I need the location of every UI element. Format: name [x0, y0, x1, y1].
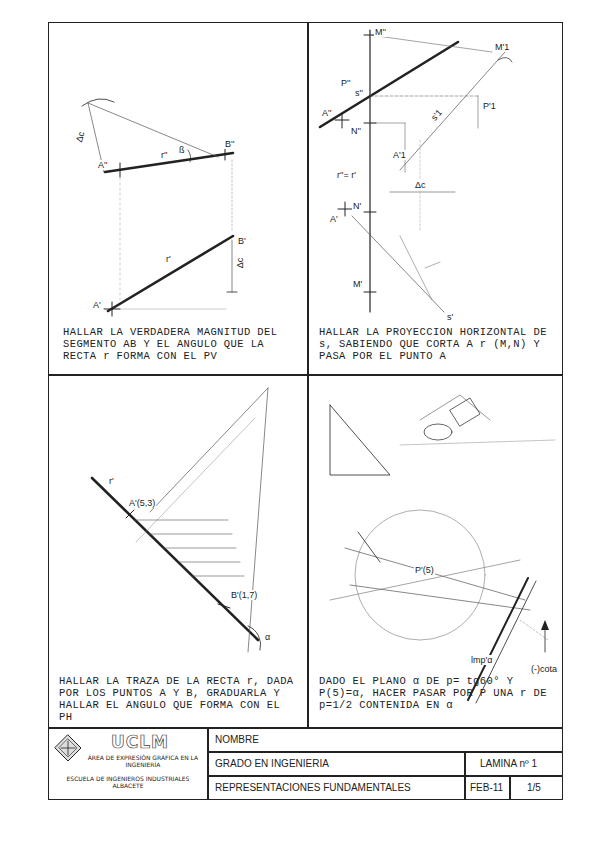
- point-label: M'1: [494, 42, 510, 52]
- point-label: s'1: [428, 107, 444, 124]
- exercise-panel: HALLAR LA PROYECCION HORIZONTAL DE s, SA…: [308, 22, 563, 375]
- point-label: r''= r': [336, 170, 357, 180]
- title-text: NOMBRE: [215, 734, 259, 746]
- title-text: LAMINA nº 1: [480, 758, 537, 770]
- point-label: Δc: [235, 257, 245, 270]
- point-label: N'': [350, 126, 362, 136]
- title-text: REPRESENTACIONES FUNDAMENTALES: [215, 782, 411, 794]
- title-text: ÁREA DE EXPRESIÓN GRÁFICA EN LA INGENIER…: [87, 754, 199, 768]
- panel-2-construction: [320, 30, 512, 312]
- title-text: GRADO EN INGENIERIA: [215, 758, 329, 770]
- point-label: A'': [321, 108, 332, 118]
- title-cell: 1/5: [510, 776, 563, 800]
- point-label: s'': [354, 88, 364, 98]
- point-label: B'(1,7): [230, 590, 258, 600]
- title-cell: NOMBRE: [208, 728, 563, 752]
- point-label: P'1: [482, 101, 497, 111]
- point-label: A': [329, 214, 339, 224]
- point-label: α: [264, 632, 271, 642]
- exercise-panel: HALLAR LA VERDADERA MAGNITUD DEL SEGMENT…: [48, 22, 308, 375]
- point-label: (-)cota: [530, 664, 558, 674]
- point-label: A': [92, 300, 102, 310]
- point-label: lmp'α: [470, 655, 493, 665]
- title-cell: FEB-11: [465, 776, 510, 800]
- exercise-panel: HALLAR LA TRAZA DE LA RECTA r, DADA POR …: [48, 375, 308, 728]
- point-label: M'': [374, 27, 387, 37]
- exercise-statement: DADO EL PLANO α DE p= tg60° Y P(5)=α, HA…: [319, 675, 557, 711]
- exercise-statement: HALLAR LA PROYECCION HORIZONTAL DE s, SA…: [319, 326, 555, 362]
- panel-1-construction: [82, 99, 237, 316]
- title-text: 1/5: [527, 782, 541, 794]
- point-label: Δc: [414, 180, 427, 190]
- panel-3-construction: [92, 388, 268, 652]
- title-cell: LAMINA nº 1: [465, 752, 563, 776]
- exercise-panel: DADO EL PLANO α DE p= tg60° Y P(5)=α, HA…: [308, 375, 563, 728]
- panel-4-construction: [330, 395, 555, 703]
- point-label: s': [446, 312, 454, 322]
- point-label: B': [237, 236, 247, 246]
- point-label: A'': [97, 160, 108, 170]
- point-label: r': [108, 476, 115, 486]
- point-label: r': [165, 254, 172, 264]
- title-cell: GRADO EN INGENIERIA: [208, 752, 465, 776]
- exercise-statement: HALLAR LA VERDADERA MAGNITUD DEL SEGMENT…: [63, 326, 299, 362]
- logo-cell: UCLM ÁREA DE EXPRESIÓN GRÁFICA EN LA INGE…: [48, 728, 208, 800]
- point-label: A'(5,3): [128, 498, 156, 508]
- brand-name: UCLM: [111, 733, 169, 751]
- point-label: Δc: [74, 130, 87, 145]
- point-label: P'(5): [414, 565, 435, 575]
- point-label: A'1: [392, 150, 407, 160]
- point-label: P'': [340, 78, 351, 88]
- exercise-statement: HALLAR LA TRAZA DE LA RECTA r, DADA POR …: [59, 675, 299, 723]
- point-label: B'': [224, 139, 235, 149]
- point-label: r'': [160, 150, 168, 160]
- title-text: FEB-11: [470, 782, 503, 794]
- point-label: ß: [178, 145, 186, 155]
- title-text: ESCUELA DE INGENIEROS INDUSTRIALES ALBAC…: [52, 775, 204, 789]
- point-label: M': [352, 279, 363, 289]
- point-label: N': [352, 201, 362, 211]
- uclm-logo: [55, 735, 81, 761]
- title-cell: REPRESENTACIONES FUNDAMENTALES: [208, 776, 465, 800]
